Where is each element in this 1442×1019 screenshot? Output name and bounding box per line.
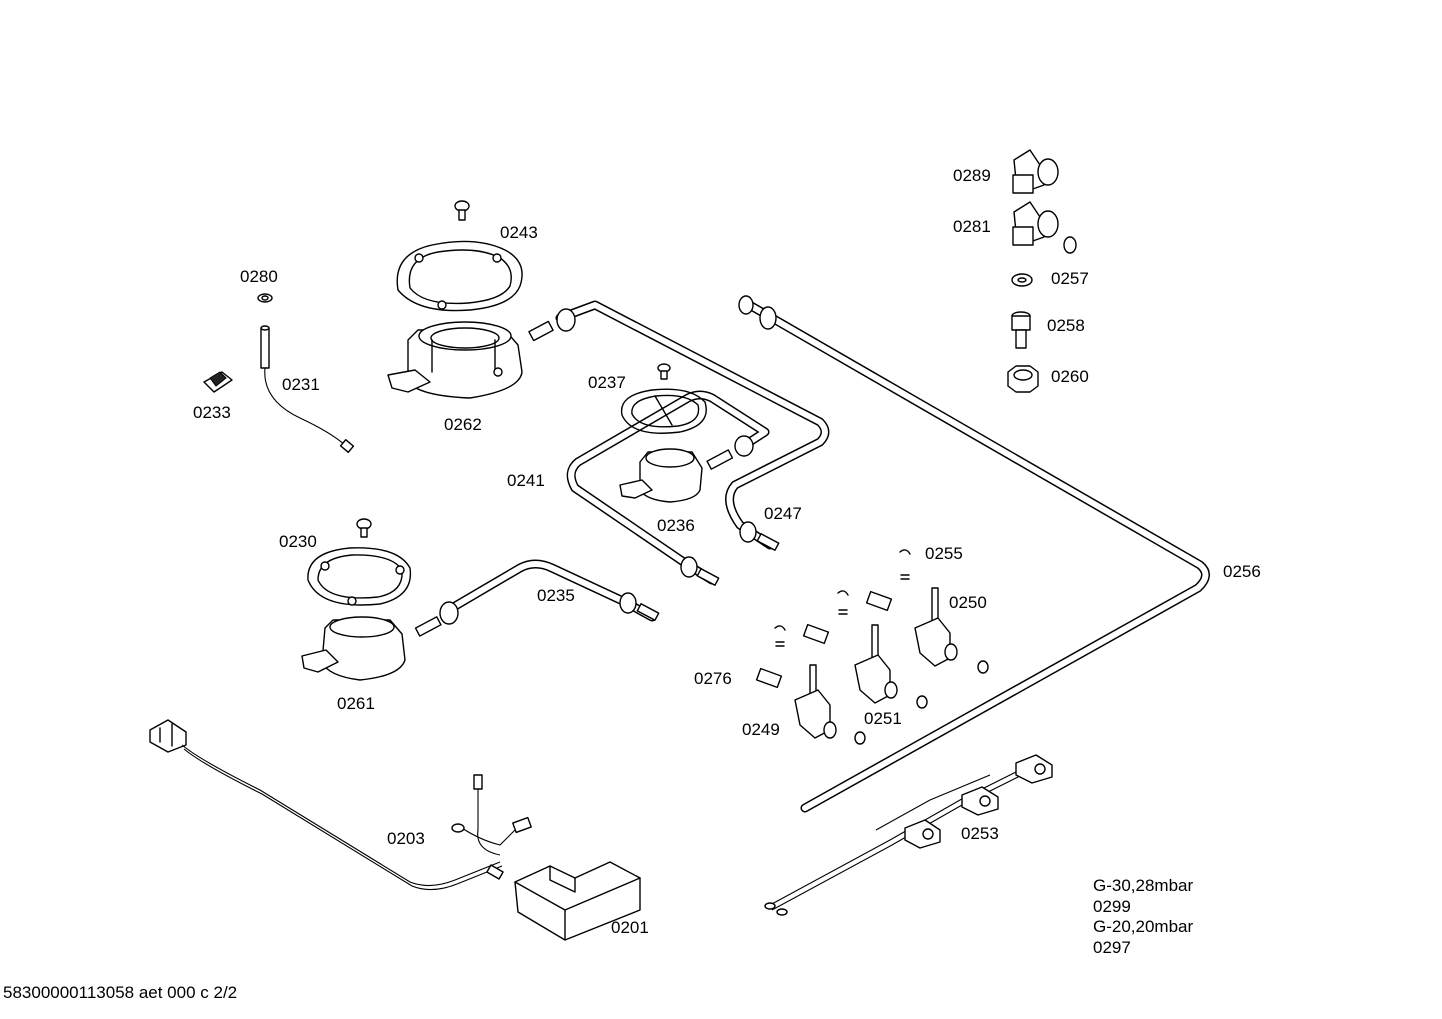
nut-0260 <box>1007 365 1039 393</box>
gasket-0237 <box>620 388 707 434</box>
fitting-0236-inlet <box>706 435 754 470</box>
fittings-column <box>1007 149 1077 393</box>
switch-0253-c <box>1015 754 1053 784</box>
tap-0249 <box>794 664 837 739</box>
wiring-0203 <box>149 719 532 891</box>
fitting-0247-end <box>739 521 780 551</box>
nipple-0258 <box>1011 311 1031 349</box>
fitting-0262-inlet <box>528 308 576 342</box>
part-label: 0241 <box>507 471 545 490</box>
part-label: 0260 <box>1051 367 1089 386</box>
elbow-0281 <box>1012 201 1077 254</box>
part-label: 0289 <box>953 166 991 185</box>
part-label: 0236 <box>657 516 695 535</box>
switch-0253-a <box>904 819 941 849</box>
washer-0257 <box>1011 273 1033 287</box>
screw-icon <box>454 200 470 221</box>
part-label: 0257 <box>1051 269 1089 288</box>
gas-note: G-30,28mbar <box>1093 876 1193 895</box>
burner-0236 <box>619 363 707 503</box>
part-label: 0203 <box>387 829 425 848</box>
pipe-fittings <box>414 295 780 637</box>
fitting-0235-start <box>414 601 459 637</box>
connector-icon <box>149 719 187 753</box>
part-label: 0247 <box>764 504 802 523</box>
burner-cup-0262 <box>387 321 523 399</box>
part-label: 0233 <box>193 403 231 422</box>
part-labels: 0289 0281 0257 0258 0260 0243 0280 0231 … <box>193 166 1261 937</box>
part-label: 0253 <box>961 824 999 843</box>
gas-note: 0299 <box>1093 897 1131 916</box>
gas-pipes <box>440 298 1210 813</box>
gas-notes: G-30,28mbar 0299 G-20,20mbar 0297 <box>1093 876 1193 957</box>
tap-0250 <box>914 587 958 667</box>
o-rings <box>854 660 989 745</box>
gasket-0243 <box>396 240 523 312</box>
part-label: 0276 <box>694 669 732 688</box>
part-label: 0281 <box>953 217 991 236</box>
gas-note: G-20,20mbar <box>1093 917 1193 936</box>
fitting-0256-end <box>738 295 777 330</box>
part-label: 0243 <box>500 223 538 242</box>
part-label: 0250 <box>949 593 987 612</box>
part-label: 0256 <box>1223 562 1261 581</box>
ignition-module-0201 <box>514 861 641 941</box>
gasket-0230 <box>307 547 412 606</box>
part-label: 0261 <box>337 694 375 713</box>
thermocouple-0231 <box>203 293 355 453</box>
part-label: 0237 <box>588 373 626 392</box>
tap-0251 <box>854 624 898 704</box>
gas-note: 0297 <box>1093 938 1131 957</box>
burner-0261 <box>301 518 412 681</box>
burner-cup-0261 <box>301 616 406 681</box>
part-label: 0251 <box>864 709 902 728</box>
part-label: 0231 <box>282 375 320 394</box>
fitting-0235-end <box>619 592 660 621</box>
part-label: 0201 <box>611 918 649 937</box>
clip-0233 <box>203 371 233 393</box>
part-label: 0258 <box>1047 316 1085 335</box>
screw-icon <box>356 518 372 538</box>
ignition-harness-0253 <box>764 754 1053 916</box>
clips-0255 <box>774 549 911 647</box>
part-label: 0235 <box>537 586 575 605</box>
switch-0253-b <box>961 786 999 816</box>
burner-0262 <box>387 200 523 399</box>
spindle-0276 <box>755 590 893 689</box>
elbow-0289 <box>1012 149 1059 194</box>
part-label: 0255 <box>925 544 963 563</box>
part-label: 0262 <box>444 415 482 434</box>
burner-cup-0236 <box>619 448 703 503</box>
document-footer: 58300000113058 aet 000 c 2/2 <box>3 983 237 1002</box>
part-label: 0280 <box>240 267 278 286</box>
screw-icon <box>657 363 671 380</box>
part-label: 0249 <box>742 720 780 739</box>
gas-taps <box>755 549 989 745</box>
part-label: 0230 <box>279 532 317 551</box>
fitting-0241-end <box>680 556 720 586</box>
